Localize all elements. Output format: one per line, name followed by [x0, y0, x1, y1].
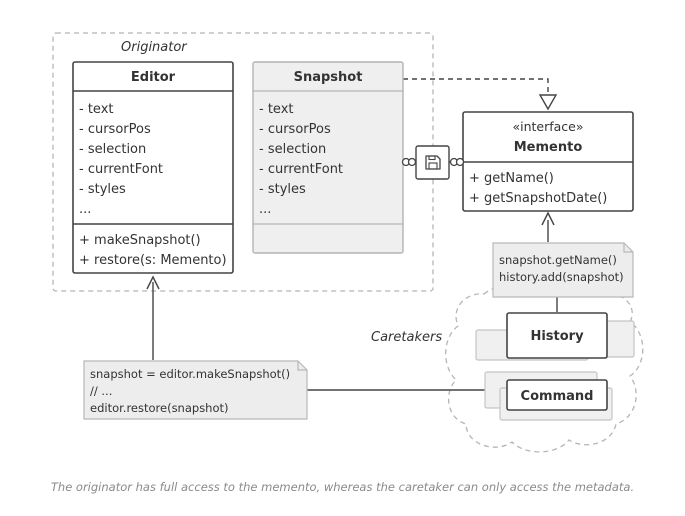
editor-class: Editor - text - cursorPos - selection - cur…	[72, 61, 234, 274]
history-title: History	[530, 329, 584, 344]
memento-method: + getSnapshotDate()	[469, 191, 607, 206]
memento-stereotype: «interface»	[512, 119, 583, 134]
snapshot-class: Snapshot - text - cursorPos - selection - c…	[252, 61, 404, 254]
editor-field: - selection	[79, 142, 146, 157]
editor-field: - styles	[79, 182, 126, 197]
memento-interface: «interface» Memento + getName() + getSnap…	[462, 111, 634, 212]
snapshot-field: - styles	[259, 182, 306, 197]
snapshot-field: - selection	[259, 142, 326, 157]
snapshot-field: ...	[259, 202, 271, 217]
editor-note: snapshot = editor.makeSnapshot() // ... ed…	[83, 360, 308, 420]
snapshot-field: - text	[259, 102, 293, 117]
editor-field: - cursorPos	[79, 122, 151, 137]
caretaker-note-line: snapshot.getName()	[499, 253, 617, 267]
realization-arrowhead	[538, 94, 558, 111]
editor-title: Editor	[131, 70, 176, 85]
memento-diagram: Originator Caretakers Editor - text - cur…	[52, 32, 644, 453]
command-class: Command	[506, 379, 608, 411]
editor-method: + makeSnapshot()	[79, 233, 201, 248]
snapshot-field: - currentFont	[259, 162, 343, 177]
snapshot-field: - cursorPos	[259, 122, 331, 137]
realization-line	[403, 78, 549, 96]
editor-note-line: snapshot = editor.makeSnapshot()	[90, 367, 290, 381]
caretaker-note-line: history.add(snapshot)	[499, 270, 624, 284]
caretakers-label: Caretakers	[371, 330, 442, 345]
editor-field: - text	[79, 102, 113, 117]
memento-method: + getName()	[469, 171, 554, 186]
snapshot-title: Snapshot	[294, 70, 363, 85]
editor-note-line: editor.restore(snapshot)	[90, 401, 229, 415]
caretakers-cloud	[444, 284, 644, 453]
note-to-editor-arrowhead	[146, 275, 160, 290]
nesting-symbol	[401, 145, 465, 180]
caretaker-note: snapshot.getName() history.add(snapshot)	[492, 242, 634, 298]
floppy-disk-icon	[425, 155, 441, 170]
editor-field: ...	[79, 202, 91, 217]
command-title: Command	[521, 389, 594, 404]
editor-note-line: // ...	[90, 384, 112, 398]
editor-field: - currentFont	[79, 162, 163, 177]
diagram-caption: The originator has full access to the me…	[50, 480, 635, 494]
history-class: History	[506, 312, 608, 359]
memento-title: Memento	[514, 140, 583, 155]
note-to-memento-arrowhead	[541, 211, 555, 226]
originator-label: Originator	[121, 40, 188, 55]
editor-method: + restore(s: Memento)	[79, 253, 227, 268]
